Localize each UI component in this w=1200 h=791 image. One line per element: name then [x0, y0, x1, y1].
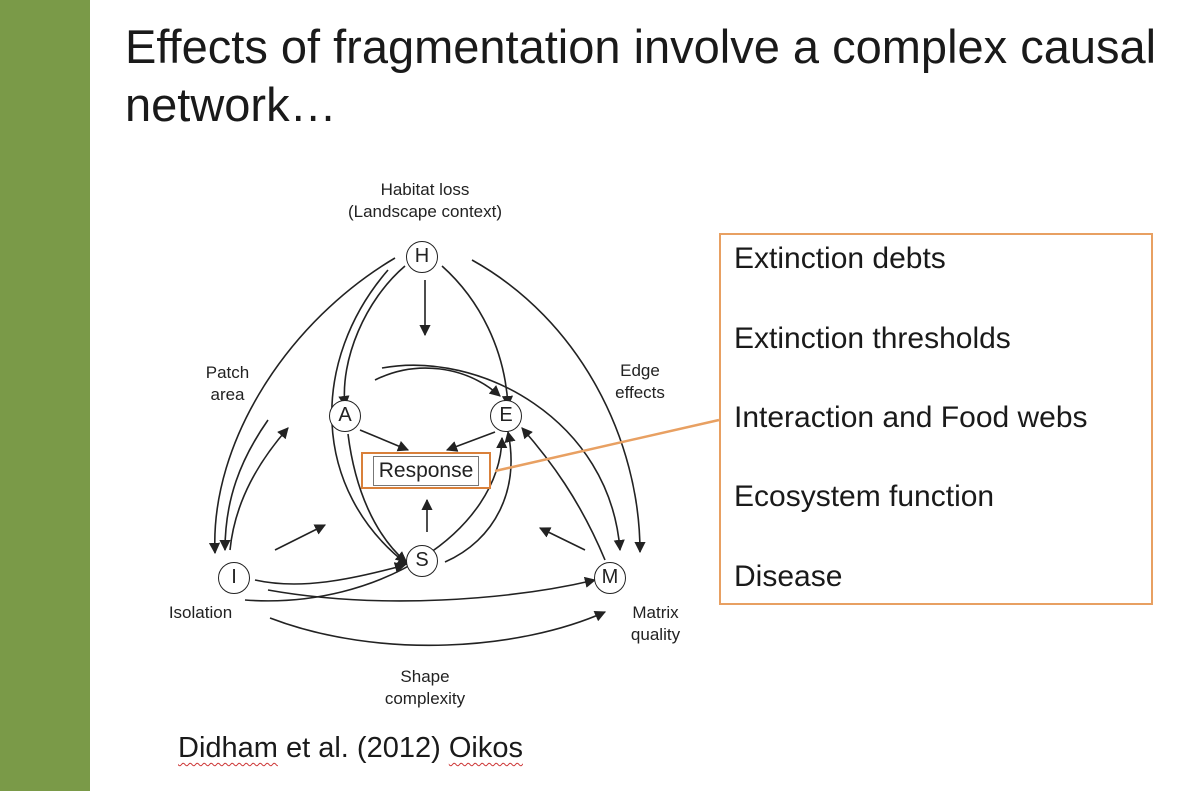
node-a: A — [329, 400, 361, 432]
arrow-e-to-m — [381, 364, 625, 552]
shape-complexity-label: Shape complexity — [384, 667, 466, 708]
matrix-quality-label: Matrix quality — [630, 603, 681, 644]
patch-area-label: Patch area — [205, 363, 250, 404]
citation: Didham et al. (2012) Oikos — [178, 730, 523, 766]
citation-authors: Didham — [178, 732, 278, 764]
diagram-arrows — [208, 257, 646, 647]
callout-item-ecosystem-function: Ecosystem function — [734, 480, 995, 513]
arrow-h-to-m — [471, 259, 646, 554]
arrow-h-to-i — [208, 257, 396, 555]
callout-item-interaction-food-webs: Interaction and Food webs — [734, 401, 1088, 434]
arrow-e-to-response — [445, 431, 496, 452]
arrow-a-to-s — [347, 433, 407, 563]
arrow-h-to-a — [338, 265, 406, 408]
isolation-label: Isolation — [168, 603, 233, 622]
arrow-shape-to-m — [269, 610, 607, 647]
node-i: I — [218, 562, 250, 594]
arrow-a-to-response — [359, 429, 410, 452]
arrow-a-to-e — [374, 367, 501, 397]
callout-box: Extinction debts Extinction thresholds I… — [719, 233, 1153, 605]
arrow-i-to-m — [267, 576, 597, 602]
habitat-loss-label: Habitat loss (Landscape context) — [347, 180, 503, 221]
node-s: S — [406, 545, 438, 577]
response-highlight: Response — [361, 452, 491, 489]
node-m: M — [594, 562, 626, 594]
arrow-h-to-e — [441, 265, 514, 408]
node-e: E — [490, 400, 522, 432]
callout-item-extinction-thresholds: Extinction thresholds — [734, 322, 1011, 355]
slide-title: Effects of fragmentation involve a compl… — [125, 20, 1157, 131]
citation-journal: Oikos — [448, 732, 523, 764]
arrow-i-to-s-curve — [254, 562, 407, 585]
sidebar-stripe — [0, 0, 90, 791]
callout-item-extinction-debts: Extinction debts — [734, 242, 946, 275]
citation-middle: et al. (2012) — [277, 732, 449, 764]
arrow-patch-to-i — [219, 419, 269, 552]
node-h: H — [406, 241, 438, 273]
callout-item-disease: Disease — [734, 560, 843, 593]
causal-network-diagram: Habitat loss (Landscape context) Patch a… — [150, 170, 710, 730]
response-label: Response — [372, 455, 480, 486]
edge-effects-label: Edge effects — [615, 361, 665, 402]
arrow-i-to-s — [274, 524, 327, 551]
arrow-patch-left — [229, 427, 289, 551]
arrow-m-to-s — [538, 527, 586, 551]
